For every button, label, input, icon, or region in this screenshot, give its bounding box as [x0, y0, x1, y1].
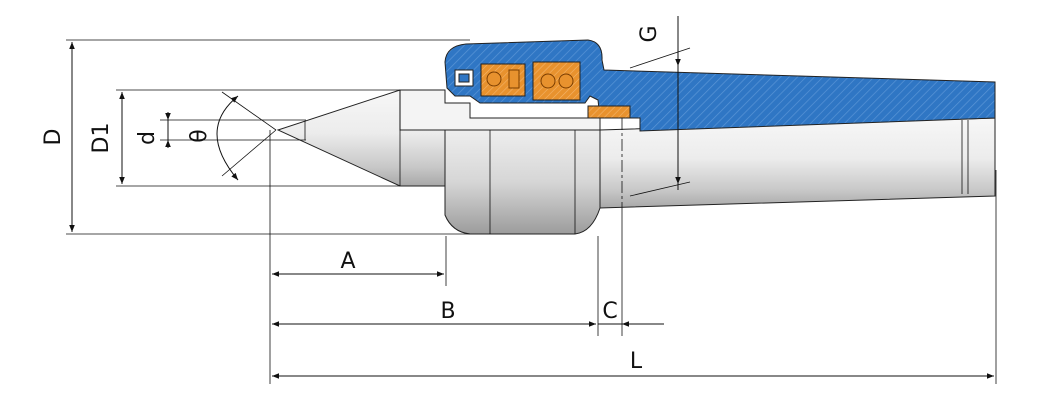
- dim-C: C: [598, 299, 664, 327]
- housing-section: [444, 39, 996, 132]
- dim-A: A: [272, 249, 444, 277]
- taper-shank: [599, 117, 996, 209]
- label-L: L: [630, 349, 643, 374]
- dim-G: G: [629, 16, 691, 197]
- housing-body: [444, 129, 601, 235]
- dim-theta: θ: [187, 91, 277, 181]
- seal: [454, 69, 474, 87]
- dim-L: L: [272, 349, 994, 379]
- bearing-rear: [532, 61, 581, 101]
- label-B: B: [440, 299, 455, 324]
- center-point: [276, 89, 601, 187]
- label-C: C: [602, 299, 617, 324]
- centerlines: [269, 118, 997, 384]
- dim-D: D: [41, 42, 75, 232]
- dim-d: d: [135, 112, 171, 148]
- label-d: d: [135, 131, 160, 145]
- needle-bearing: [587, 105, 631, 119]
- dim-D1: D1: [89, 92, 125, 184]
- dim-B: B: [272, 299, 596, 327]
- bearing-front: [480, 63, 526, 97]
- label-G: G: [637, 25, 662, 42]
- label-theta: θ: [187, 129, 212, 142]
- label-A: A: [340, 249, 355, 274]
- label-D: D: [41, 129, 66, 146]
- label-D1: D1: [89, 123, 114, 154]
